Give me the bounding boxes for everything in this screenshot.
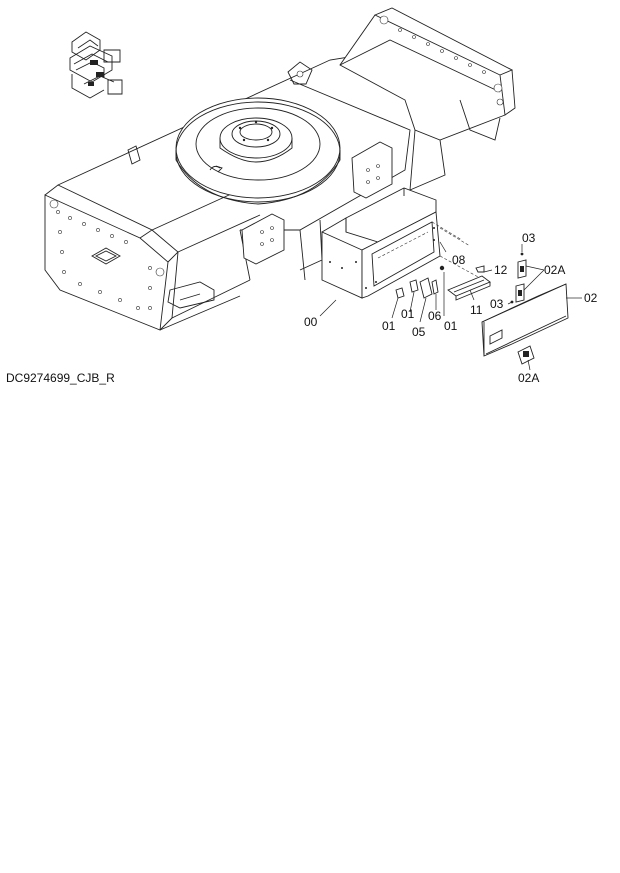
toolbox-assembly	[321, 187, 569, 365]
label-11: 11	[470, 303, 483, 317]
bolt-parts	[395, 265, 445, 299]
drawing-id: DC9274699_CJB_R	[6, 371, 115, 385]
part-12-clip	[475, 265, 485, 273]
main-frame	[44, 7, 516, 331]
label-01-left: 01	[382, 319, 396, 333]
leader-lines	[319, 241, 582, 371]
part-05	[419, 277, 433, 299]
label-02a-bottom: 02A	[518, 371, 539, 385]
label-00: 00	[304, 315, 318, 329]
label-02a-top: 02A	[544, 263, 565, 277]
left-plate-holes	[49, 199, 165, 310]
part-labels: 00 01 01 05 06 01 08 11 12 03 02A 03 02 …	[304, 231, 598, 385]
label-01-right: 01	[444, 319, 458, 333]
label-03-mid: 03	[490, 297, 504, 311]
label-12: 12	[494, 263, 508, 277]
swing-bearing	[175, 97, 341, 205]
label-01-middle: 01	[401, 307, 415, 321]
orientation-thumbnail	[69, 31, 123, 99]
label-06: 06	[428, 309, 442, 323]
right-plate-holes	[398, 28, 486, 74]
label-03-top: 03	[522, 231, 536, 245]
screw-03-top	[520, 252, 524, 256]
label-05: 05	[412, 325, 426, 339]
door-cover	[481, 283, 569, 357]
label-08: 08	[452, 253, 466, 267]
part-06	[431, 279, 439, 295]
label-02: 02	[584, 291, 598, 305]
